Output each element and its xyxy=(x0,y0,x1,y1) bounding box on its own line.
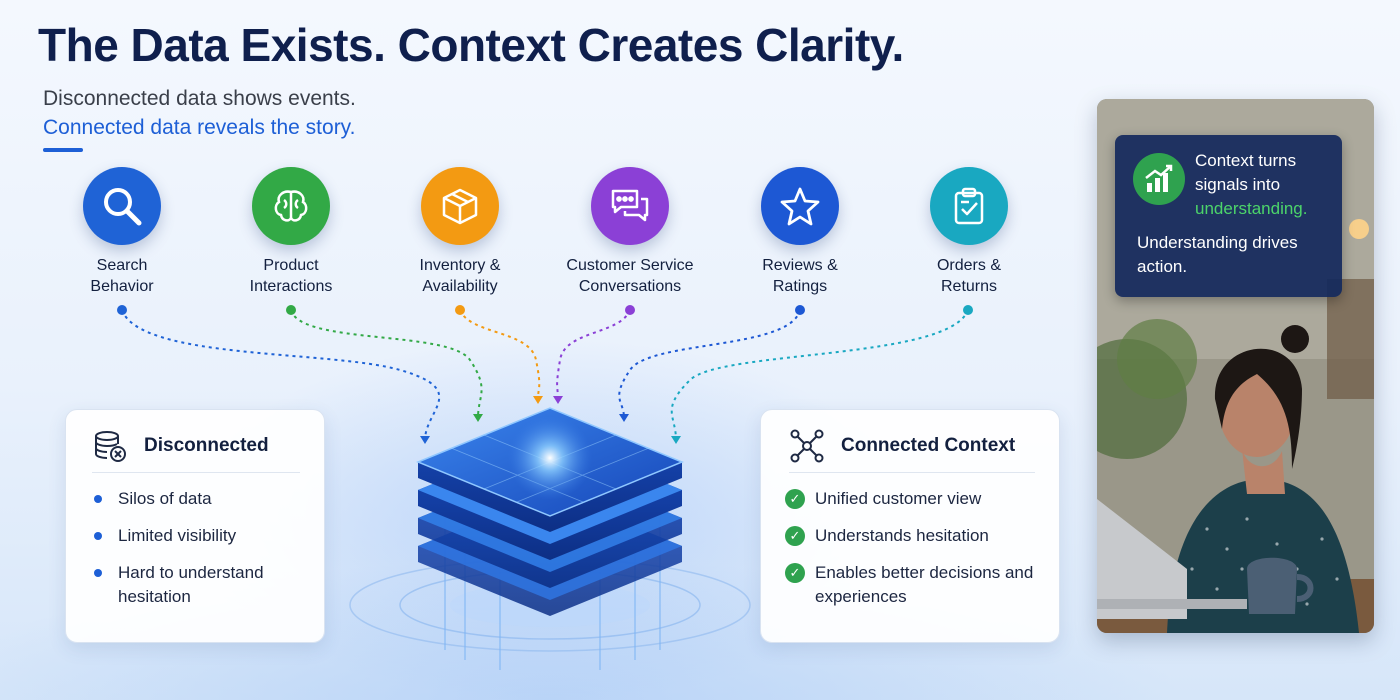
divider xyxy=(789,472,1035,473)
callout-line-2: Understanding drives action. xyxy=(1137,233,1298,276)
check-icon: ✓ xyxy=(785,563,805,583)
disconnected-title: Disconnected xyxy=(144,435,269,456)
subtitle: Disconnected data shows events. Connecte… xyxy=(43,84,356,142)
check-icon: ✓ xyxy=(785,489,805,509)
chat-icon xyxy=(591,167,669,245)
source-orders-returns: Orders & Returns xyxy=(884,167,1054,297)
subtitle-line-2: Connected data reveals the story. xyxy=(43,116,356,139)
source-label: Search Behavior xyxy=(90,257,154,295)
connector-lines xyxy=(121,309,969,441)
callout-line-1: Context turns signals into xyxy=(1195,151,1297,194)
list-item: ✓ Unified customer view xyxy=(785,487,1035,511)
bullet-dot xyxy=(94,532,102,540)
connected-header: Connected Context xyxy=(789,428,1035,464)
connector-arrowheads xyxy=(420,396,681,444)
connected-list: ✓ Unified customer view ✓ Understands hesi… xyxy=(785,487,1035,609)
source-label: Product Interactions xyxy=(249,257,333,295)
connector-search xyxy=(121,309,441,441)
list-item: Hard to understand hesitation xyxy=(92,561,300,609)
source-inventory-availability: Inventory & Availability xyxy=(375,167,545,297)
title-accent-line xyxy=(43,148,83,152)
list-item-text: Understands hesitation xyxy=(815,526,989,545)
list-item: Limited visibility xyxy=(92,524,300,548)
list-item-text: Hard to understand hesitation xyxy=(118,563,264,606)
connected-title: Connected Context xyxy=(841,435,1016,456)
disconnected-panel: Disconnected Silos of data Limited visib… xyxy=(65,409,325,643)
subtitle-line-1: Disconnected data shows events. xyxy=(43,87,356,110)
network-icon xyxy=(790,429,824,463)
divider xyxy=(92,472,300,473)
callout-top-text: Context turns signals into understanding… xyxy=(1195,149,1335,221)
clipboard-icon xyxy=(930,167,1008,245)
connector-customer-service xyxy=(556,309,631,401)
insight-callout: Context turns signals into understanding… xyxy=(1115,135,1342,297)
central-data-stack xyxy=(416,407,684,616)
disconnected-list: Silos of data Limited visibility Hard to… xyxy=(92,487,300,609)
bullet-dot xyxy=(94,495,102,503)
page-title: The Data Exists. Context Creates Clarity… xyxy=(38,19,904,71)
source-label: Orders & Returns xyxy=(936,257,1001,295)
list-item: Silos of data xyxy=(92,487,300,511)
trend-chart-icon xyxy=(1133,153,1185,205)
source-label: Customer Service Conversations xyxy=(566,257,694,295)
source-label: Reviews & Ratings xyxy=(762,257,838,295)
connector-product xyxy=(290,309,483,419)
connected-context-panel: Connected Context ✓ Unified customer view… xyxy=(760,409,1060,643)
connector-inventory xyxy=(459,309,541,401)
connector-reviews xyxy=(618,309,801,419)
source-customer-service: Customer Service Conversations xyxy=(545,167,715,297)
source-reviews-ratings: Reviews & Ratings xyxy=(715,167,885,297)
list-item-text: Enables better decisions and experiences xyxy=(815,563,1034,606)
star-icon xyxy=(761,167,839,245)
list-item-text: Limited visibility xyxy=(118,526,237,545)
photo-card: Context turns signals into understanding… xyxy=(1097,99,1374,633)
callout-highlight: understanding. xyxy=(1195,199,1308,218)
brain-icon xyxy=(252,167,330,245)
bullet-dot xyxy=(94,569,102,577)
search-icon xyxy=(83,167,161,245)
check-icon: ✓ xyxy=(785,526,805,546)
disconnected-header: Disconnected xyxy=(92,428,300,464)
list-item-text: Unified customer view xyxy=(815,489,982,508)
source-search-behavior: Search Behavior xyxy=(37,167,207,297)
box-icon xyxy=(421,167,499,245)
source-product-interactions: Product Interactions xyxy=(206,167,376,297)
connector-dots xyxy=(117,305,973,315)
list-item: ✓ Enables better decisions and experience… xyxy=(785,561,1035,609)
list-item: ✓ Understands hesitation xyxy=(785,524,1035,548)
database-x-icon xyxy=(95,431,126,462)
list-item-text: Silos of data xyxy=(118,489,212,508)
source-label: Inventory & Availability xyxy=(419,257,501,295)
